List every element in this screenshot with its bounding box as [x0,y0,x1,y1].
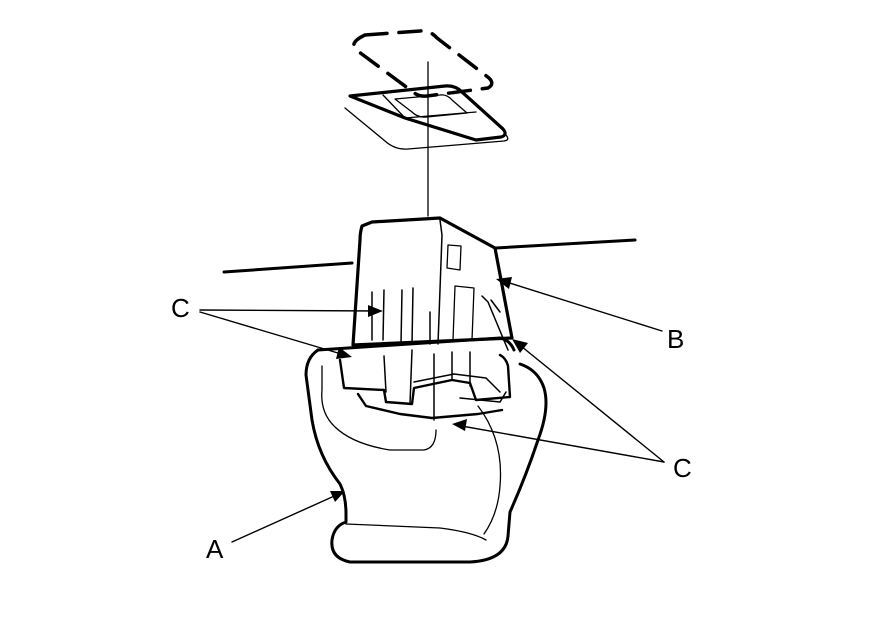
relay-body [351,216,514,351]
relay-terminals [338,349,512,421]
callout-lines [199,277,665,543]
callout-label-c-left: C [171,293,190,323]
callout-label-a: A [206,534,224,564]
panel-line-right [494,238,637,250]
relay-outline-dashed [352,29,494,98]
panel-line-left [222,261,354,274]
gloved-hand [304,336,548,564]
relay-socket-outline [344,84,509,150]
callout-label-b: B [667,324,685,354]
callout-label-c-right: C [673,453,692,483]
